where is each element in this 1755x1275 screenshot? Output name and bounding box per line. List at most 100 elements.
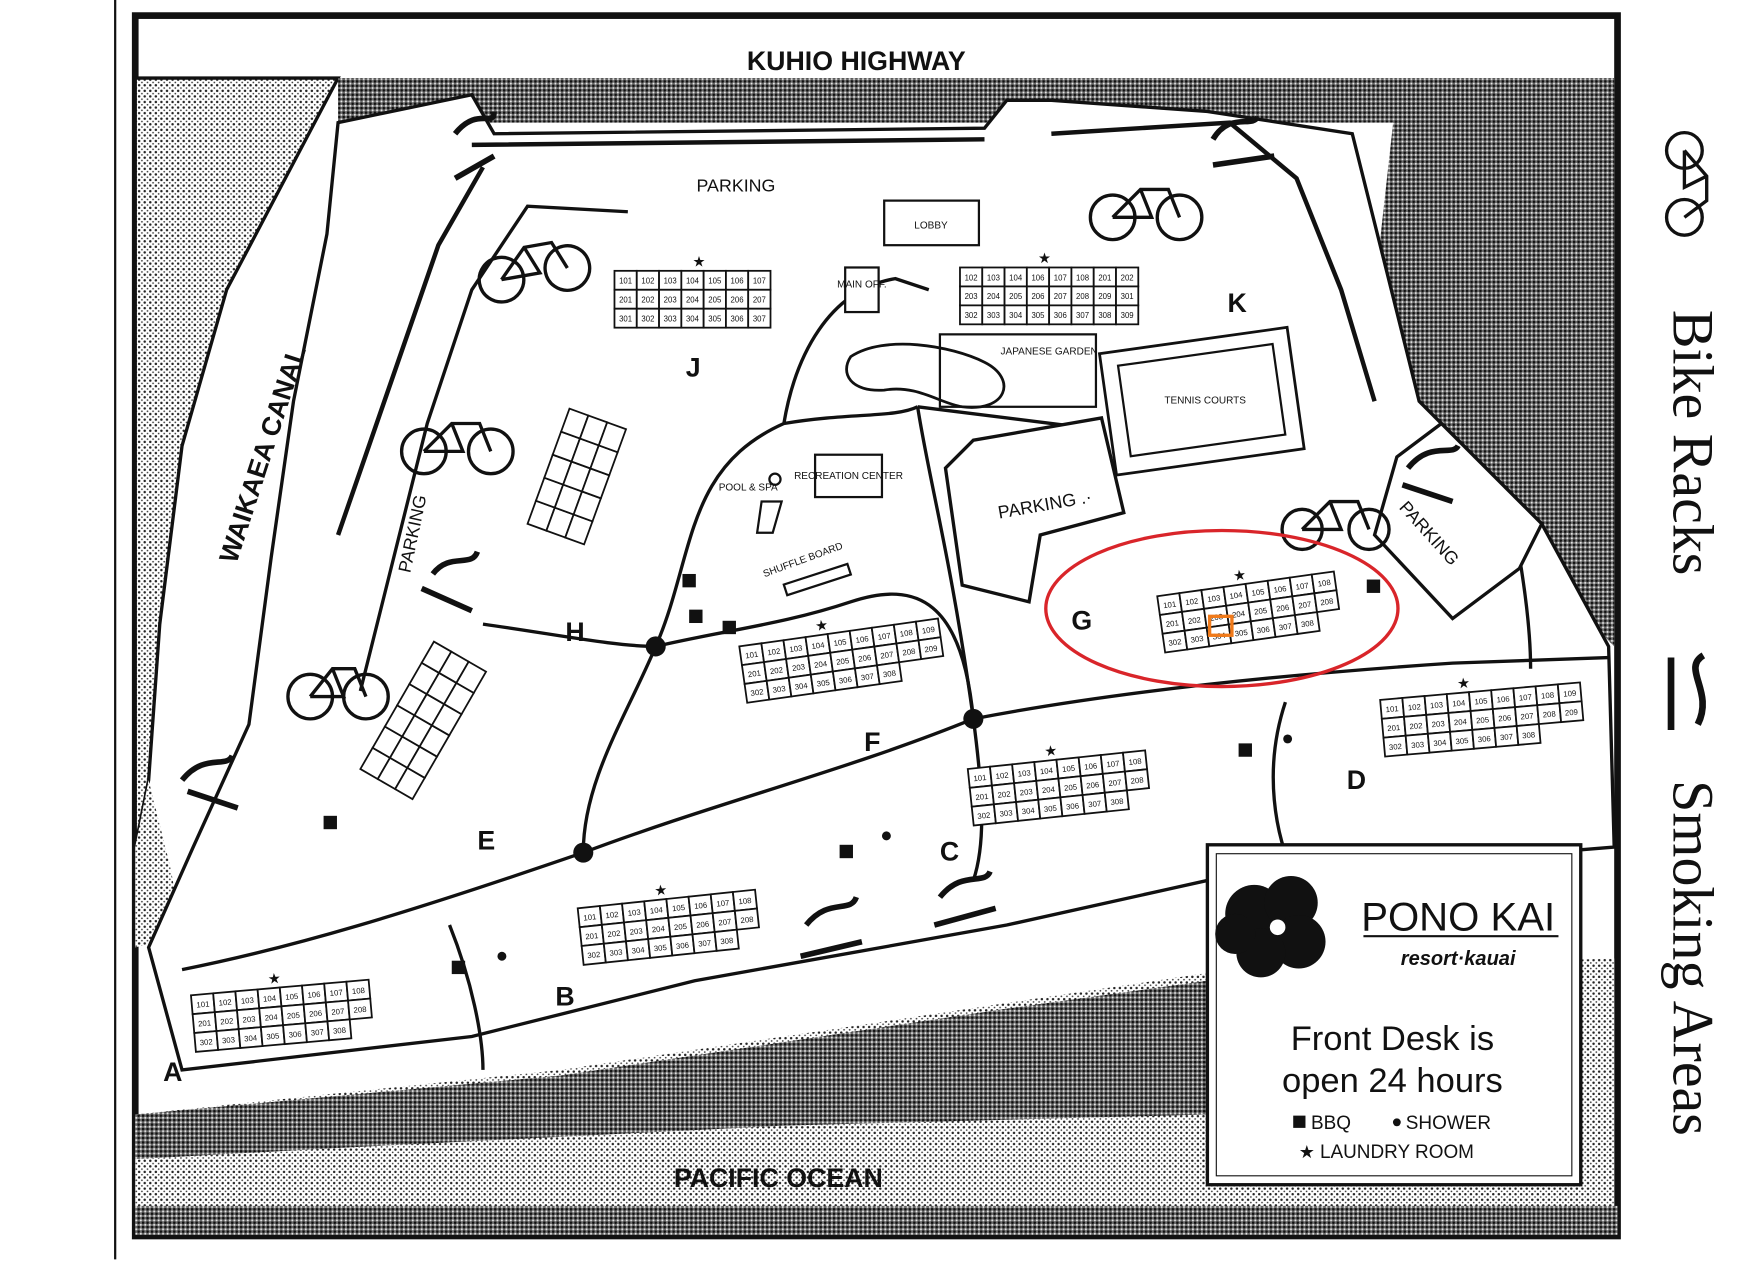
unit-number: 102 <box>995 771 1009 781</box>
unit-cell <box>1123 768 1151 792</box>
unit-number: 206 <box>1031 292 1044 301</box>
front-desk-line-2: open 24 hours <box>1282 1062 1503 1100</box>
unit-number: 108 <box>899 628 913 639</box>
unit-number: 302 <box>641 315 654 324</box>
unit-number: 204 <box>264 1013 278 1023</box>
bicycle-icon <box>286 667 390 721</box>
bbq-icon <box>839 844 853 859</box>
laundry-icon: ★ <box>1044 743 1059 760</box>
smoking-area-icon <box>452 111 497 181</box>
unit-number: 205 <box>1064 782 1079 792</box>
unit-number: 208 <box>902 647 916 658</box>
unit-cell <box>876 661 903 686</box>
unit-number: 206 <box>1086 780 1100 790</box>
laundry-icon: ★ <box>692 254 705 270</box>
unit-number: 305 <box>816 678 831 689</box>
unit-number: 208 <box>1130 775 1144 785</box>
unit-number: 301 <box>1121 292 1134 301</box>
unit-number: 102 <box>1407 702 1421 712</box>
unit-number: 301 <box>619 315 632 324</box>
unit-number: 201 <box>1098 273 1111 282</box>
unit-number: 308 <box>1300 618 1314 629</box>
laundry-icon: ★ <box>1456 676 1470 693</box>
unit-number: 207 <box>718 917 732 927</box>
unit-number: 104 <box>686 277 700 286</box>
bicycle-icon <box>1280 499 1391 552</box>
smoking-area-markers <box>179 111 1461 959</box>
unit-number: 308 <box>1522 730 1536 740</box>
unit-number: 202 <box>997 789 1011 799</box>
unit-number: 102 <box>767 647 781 658</box>
bbq-icon <box>323 815 337 830</box>
unit-number: 304 <box>794 681 809 692</box>
shower-icon <box>1283 734 1293 744</box>
unit-number: 307 <box>698 938 712 948</box>
unit-number: 103 <box>987 273 1000 282</box>
unit-number: 304 <box>686 315 700 324</box>
west-parking-road <box>358 204 628 692</box>
unit-number: 102 <box>1185 596 1199 607</box>
unit-number: 101 <box>619 277 632 286</box>
unit-number: 102 <box>641 277 654 286</box>
unit-cell <box>733 907 760 931</box>
japanese-garden: JAPANESE GARDEN <box>845 333 1098 409</box>
building-label-d: D <box>1347 765 1366 795</box>
laundry-icon: ★ <box>1232 567 1247 585</box>
unit-number: 107 <box>1106 759 1120 769</box>
unit-number: 109 <box>921 625 935 636</box>
unit-number: 208 <box>1542 709 1556 719</box>
parking-label-north: PARKING <box>696 176 775 196</box>
east-ocean-area <box>1363 89 1615 647</box>
building-label-k: K <box>1227 288 1247 318</box>
unit-number: 207 <box>1298 600 1312 611</box>
unit-number: 302 <box>965 311 978 320</box>
unit-number: 309 <box>1121 311 1134 320</box>
unit-cell <box>1558 700 1585 724</box>
unit-number: 101 <box>583 912 597 922</box>
unit-number: 303 <box>772 684 786 695</box>
unit-number: 106 <box>307 990 321 1000</box>
unit-number: 304 <box>244 1033 258 1043</box>
highway-band <box>338 78 1615 123</box>
shower-markers <box>497 734 1293 961</box>
unit-number: 308 <box>882 669 896 680</box>
smoking-area-icon <box>1401 443 1461 505</box>
brand-sub: resort·kauai <box>1401 948 1516 970</box>
unit-number: 201 <box>1165 618 1179 629</box>
main-office: MAIN OFF. <box>837 266 887 314</box>
unit-number: 205 <box>1254 606 1269 617</box>
unit-cell <box>713 928 740 952</box>
unit-number: 205 <box>674 922 689 932</box>
unit-number: 105 <box>708 277 722 286</box>
unit-number: 303 <box>1411 740 1425 750</box>
shower-icon <box>497 951 507 961</box>
laundry-icon: ★ <box>267 971 281 988</box>
smoking-area-icon <box>799 895 863 959</box>
unit-number: 204 <box>651 924 666 934</box>
unit-number: 201 <box>198 1018 212 1028</box>
bike-racks <box>286 187 1391 721</box>
unit-number: 305 <box>708 315 722 324</box>
unit-number: 303 <box>987 311 1000 320</box>
ocean-dark-band <box>135 980 1208 1160</box>
unit-number: 208 <box>1320 597 1334 608</box>
unit-number: 306 <box>1256 625 1270 636</box>
unit-number: 306 <box>1066 801 1080 811</box>
unit-number: 106 <box>694 901 708 911</box>
unit-204-highlight <box>1207 614 1234 637</box>
unit-number: 103 <box>1017 768 1031 778</box>
bbq-icon <box>1238 743 1252 757</box>
unit-number: 304 <box>1433 738 1447 748</box>
unit-number: 305 <box>1455 736 1469 746</box>
unit-number: 105 <box>833 637 848 648</box>
unit-number: 109 <box>1563 689 1577 699</box>
unit-number: 104 <box>1229 590 1244 601</box>
unit-number: 209 <box>1565 708 1579 718</box>
unit-cell <box>1515 723 1542 746</box>
unit-number: 202 <box>641 296 654 305</box>
unit-number: 207 <box>880 650 894 661</box>
unit-number: 107 <box>1519 693 1533 703</box>
unit-number: 307 <box>310 1028 324 1038</box>
